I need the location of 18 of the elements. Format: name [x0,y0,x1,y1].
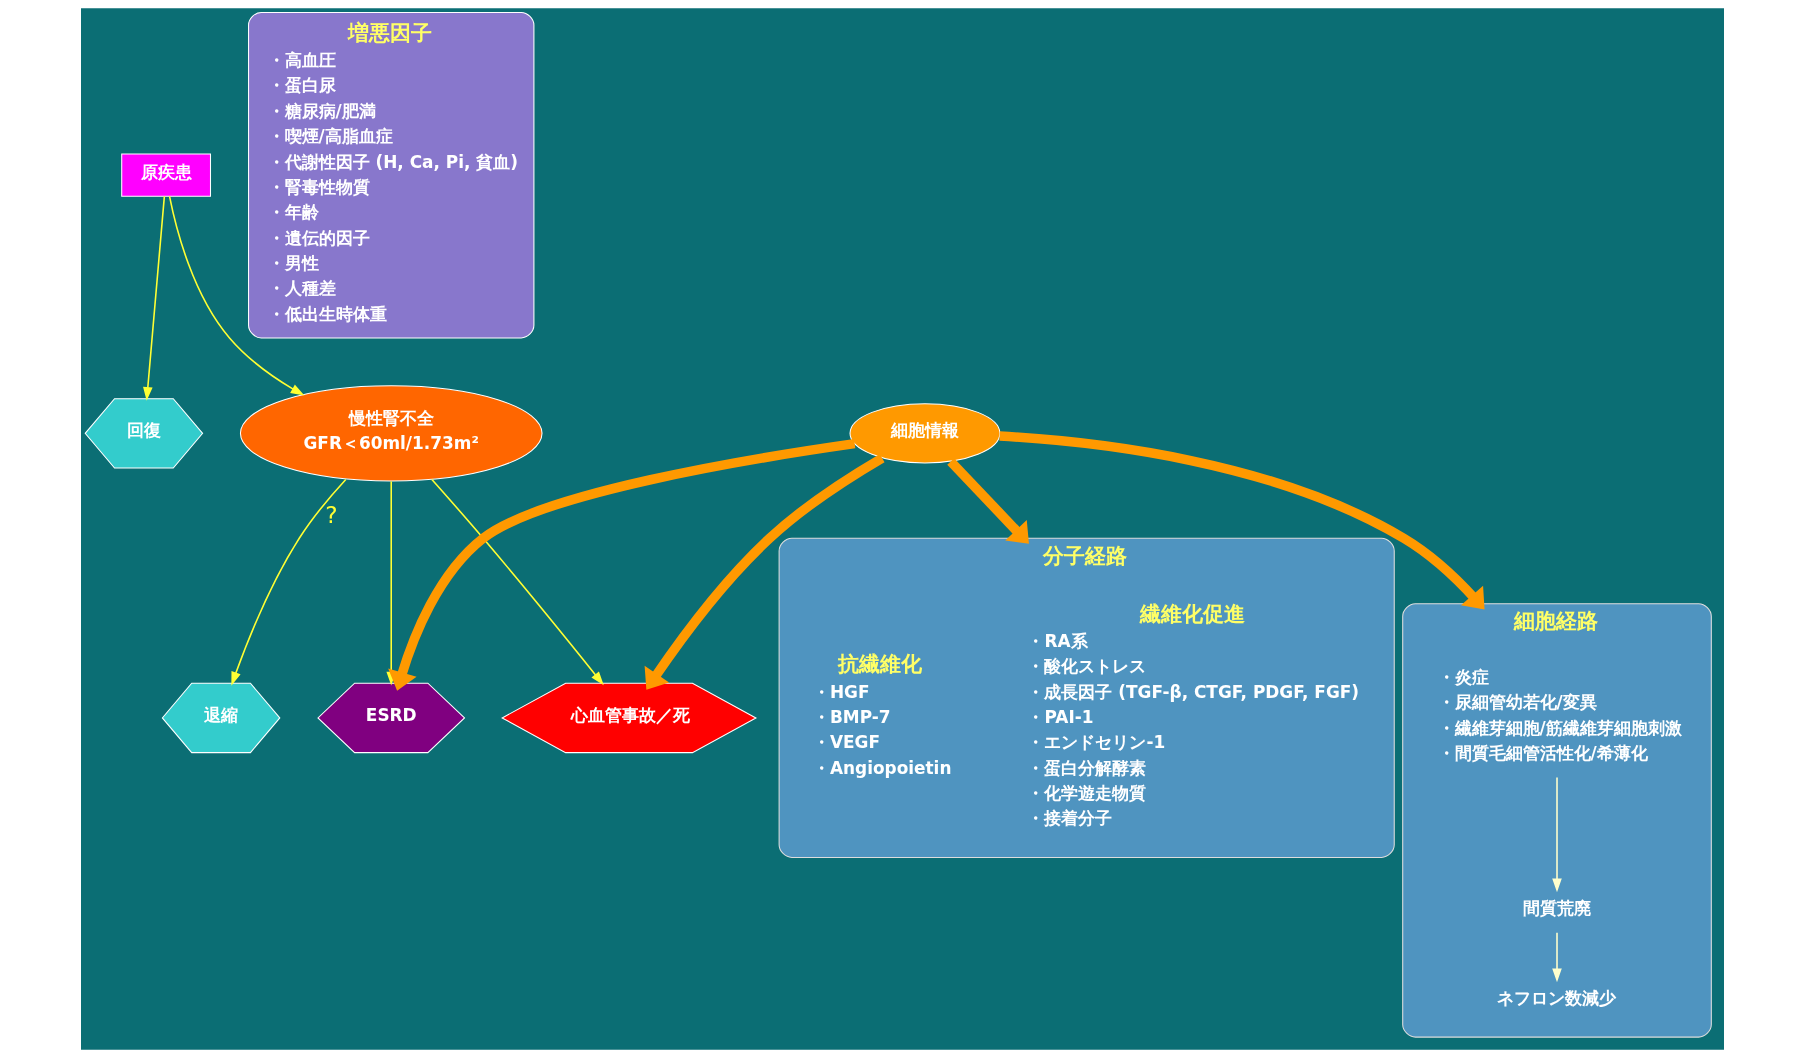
node-box: 増悪因子 ・高血圧 ・蛋白尿 ・糖尿病/肥満 ・喫煙/高脂血症 ・代謝性因子 (H, Ca, Pi, 貧血) ・腎毒性物質 ・年齢 ・遺伝的因子 ・男性 ・人種差 ・低出生時体重 [247,11,534,339]
arrow [230,478,347,686]
node-text: 間質荒廃 [1522,898,1591,919]
arrow [430,478,604,686]
arrow [142,195,165,401]
arrow [946,458,1029,544]
edge-label: ? [324,501,338,529]
arrow [998,431,1485,610]
node-ellipse: 細胞情報 [849,403,1000,464]
node-text: 繊維化促進 ・RA系 ・酸化ストレス ・成長因子 (TGF-β, CTGF, PDGF, FGF) ・PAI-1 ・エンドセリン-1 ・蛋白分解酵素 ・化学遊走物質 ・接着分子 [1026,600,1359,829]
node-box: 原疾患 [120,153,211,197]
arrow [1551,776,1562,893]
arrow [168,195,304,396]
node-text: ・炎症 ・尿細管幼若化/変異 ・繊維芽細胞/筋繊維芽細胞刺激 ・間質毛細管活性化/希薄化 [1437,666,1682,763]
arrow [644,453,885,690]
node-text: ネフロン数減少 [1496,988,1616,1009]
arrow [1551,931,1562,983]
node-text: 抗繊維化 ・HGF ・BMP-7 ・VEGF ・Angiopoietin [812,651,951,778]
